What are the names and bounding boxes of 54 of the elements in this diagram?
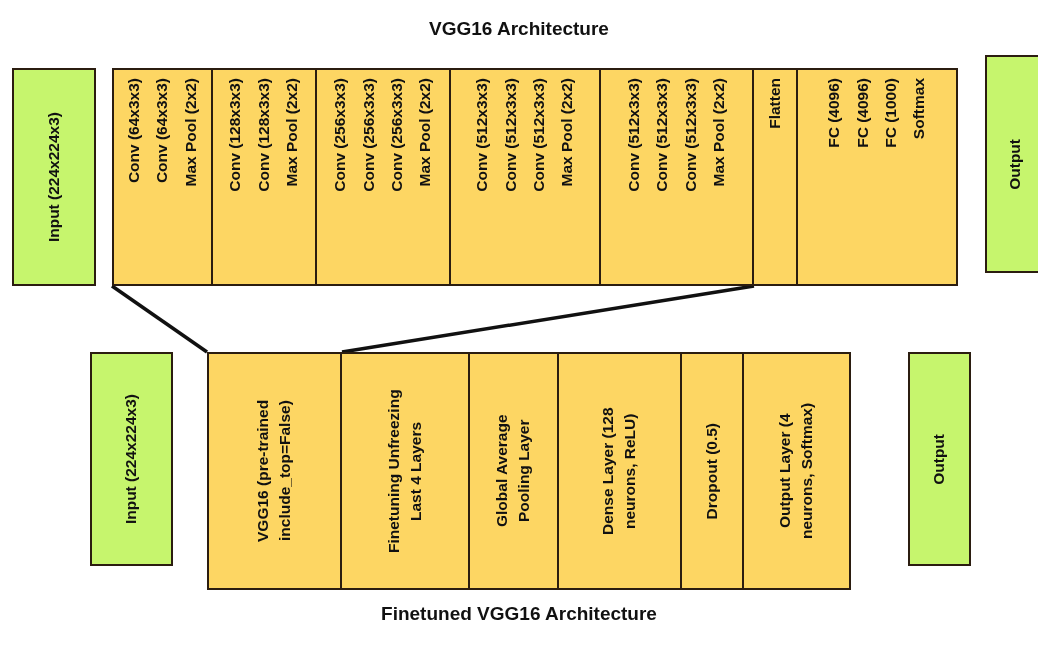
layer-label: Conv (512x3x3) [472,78,492,192]
layer-label: Max Pool (2x2) [557,78,577,187]
layer-label: Conv (512x3x3) [623,78,643,192]
input-box [12,68,96,286]
input-box [90,352,173,566]
layer-label: Flatten [764,78,784,129]
layer-label: Input (224x224x3) [121,393,141,525]
layer-label: Output [929,433,949,485]
layer-label: Dropout (0.5) [701,422,721,520]
layer-label: Conv (512x3x3) [680,78,700,192]
layer-block [680,352,744,590]
layer-label: Input (224x224x3) [43,111,63,243]
layer-label: Finetuning Unfreezing Last 4 Layers [383,388,425,555]
layer-block [796,68,958,286]
layer-block [315,68,451,286]
layer-block [557,352,682,590]
layer-block [752,68,798,286]
layer-label: Conv (256x3x3) [330,78,350,192]
layer-label: Output [1004,138,1024,190]
layer-label: Conv (64x3x3) [152,78,172,184]
diagram-title: VGG16 Architecture [428,18,610,40]
output-box [908,352,971,566]
layer-label: Max Pool (2x2) [415,78,435,187]
diagram-caption: Finetuned VGG16 Architecture [380,603,658,625]
layer-label: Dense Layer (128 neurons, ReLU) [598,406,640,537]
layer-label: Conv (128x3x3) [225,78,245,192]
layer-label: Max Pool (2x2) [708,78,728,187]
layer-block [211,68,317,286]
layer-label: FC (1000) [881,78,900,148]
layer-label: Conv (512x3x3) [529,78,548,192]
layer-label: Conv (256x3x3) [387,78,406,192]
layer-block [449,68,601,286]
layer-label: Output Layer (4 neurons, Softmax) [775,401,817,542]
layer-label: Conv (512x3x3) [500,78,520,192]
layer-label: Conv (256x3x3) [358,78,378,192]
layer-label: FC (4096) [852,78,872,148]
layer-block [742,352,851,590]
layer-block [112,68,213,286]
layer-label: FC (4096) [824,78,844,148]
layer-label: Conv (512x3x3) [652,78,672,192]
layer-label: Max Pool (2x2) [180,78,200,187]
layer-block [340,352,470,590]
zoom-line [341,284,755,354]
layer-block [207,352,342,590]
layer-label: Softmax [909,78,929,140]
layer-label: Conv (128x3x3) [253,78,273,192]
layer-label: Global Average Pooling Layer [492,413,534,530]
layer-label: Max Pool (2x2) [282,78,302,187]
output-box [985,55,1038,273]
zoom-line [111,284,208,354]
layer-block [599,68,754,286]
layer-block [468,352,559,590]
layer-label: VGG16 (pre-trained include_top=False) [253,398,295,545]
layer-label: Conv (64x3x3) [123,78,143,184]
